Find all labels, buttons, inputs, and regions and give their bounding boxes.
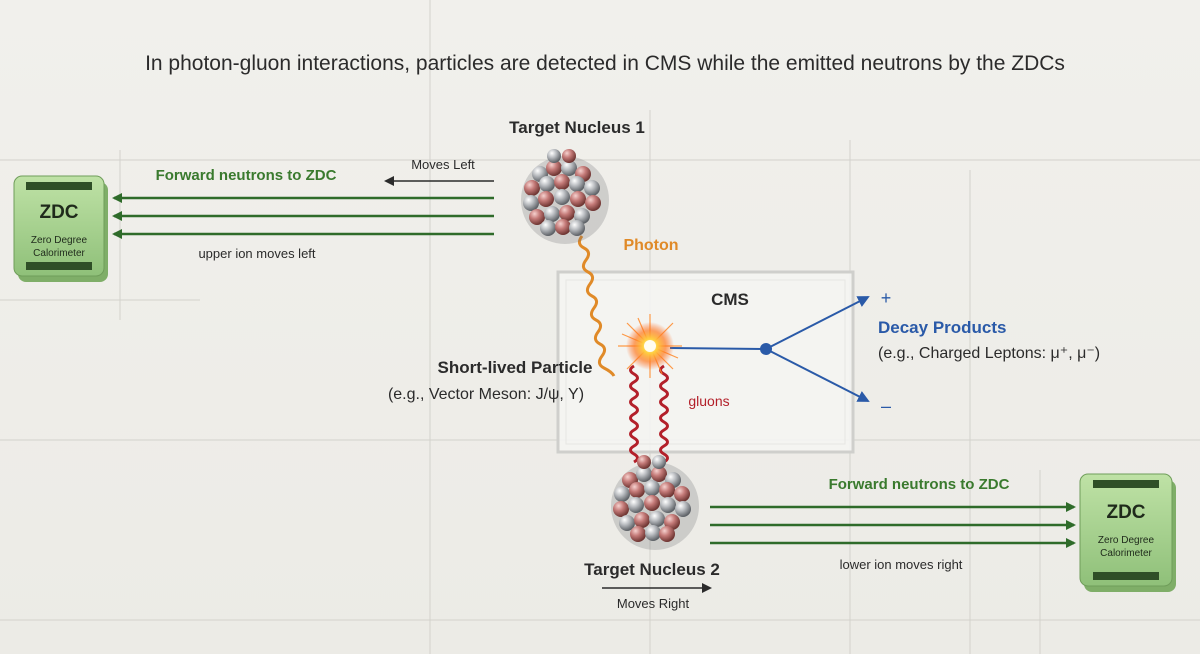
neutrons-left-note: upper ion moves left (198, 246, 315, 261)
target-nucleus-1 (521, 149, 609, 244)
interaction-burst (618, 314, 682, 378)
zdc-left (13, 175, 108, 282)
decay-vertex (760, 343, 772, 355)
decay-lines (669, 296, 870, 402)
neutrons-left-label: Forward neutrons to ZDC (156, 167, 337, 184)
zdc-right-name-line2: Calorimeter (1100, 548, 1152, 559)
zdc-left-name-line2: Calorimeter (33, 248, 85, 259)
zdc-left-abbr: ZDC (39, 202, 78, 223)
cms-label: CMS (711, 290, 749, 309)
diagram-title: In photon-gluon interactions, particles … (145, 52, 1065, 75)
neutron-arrows-right (710, 502, 1076, 548)
neutrons-right-note: lower ion moves right (840, 557, 963, 572)
zdc-right-abbr: ZDC (1106, 502, 1145, 523)
moves-left-label: Moves Left (411, 157, 475, 172)
zdc-right (1079, 473, 1176, 592)
neutrons-right-label: Forward neutrons to ZDC (829, 476, 1010, 493)
short-lived-particle-example: (e.g., Vector Meson: J/ψ, Υ) (388, 386, 584, 403)
decay-products-title: Decay Products (878, 318, 1007, 337)
gluons-label: gluons (688, 393, 729, 409)
decay-minus-sign: – (881, 396, 891, 416)
zdc-right-name-line1: Zero Degree (1098, 535, 1155, 546)
neutron-arrows-left (112, 193, 494, 239)
target-nucleus-2-label: Target Nucleus 2 (584, 560, 720, 579)
target-nucleus-2 (611, 455, 699, 550)
decay-plus-sign: + (881, 288, 892, 308)
moves-right-label: Moves Right (617, 596, 690, 611)
cms-detector (556, 270, 855, 454)
short-lived-particle-title: Short-lived Particle (438, 358, 593, 377)
decay-products-example: (e.g., Charged Leptons: μ⁺, μ⁻) (878, 345, 1100, 362)
target-nucleus-1-label: Target Nucleus 1 (509, 118, 645, 137)
zdc-left-name-line1: Zero Degree (31, 235, 88, 246)
photon-line (577, 235, 616, 377)
gluon-lines (629, 364, 669, 464)
photon-label: Photon (623, 237, 678, 254)
